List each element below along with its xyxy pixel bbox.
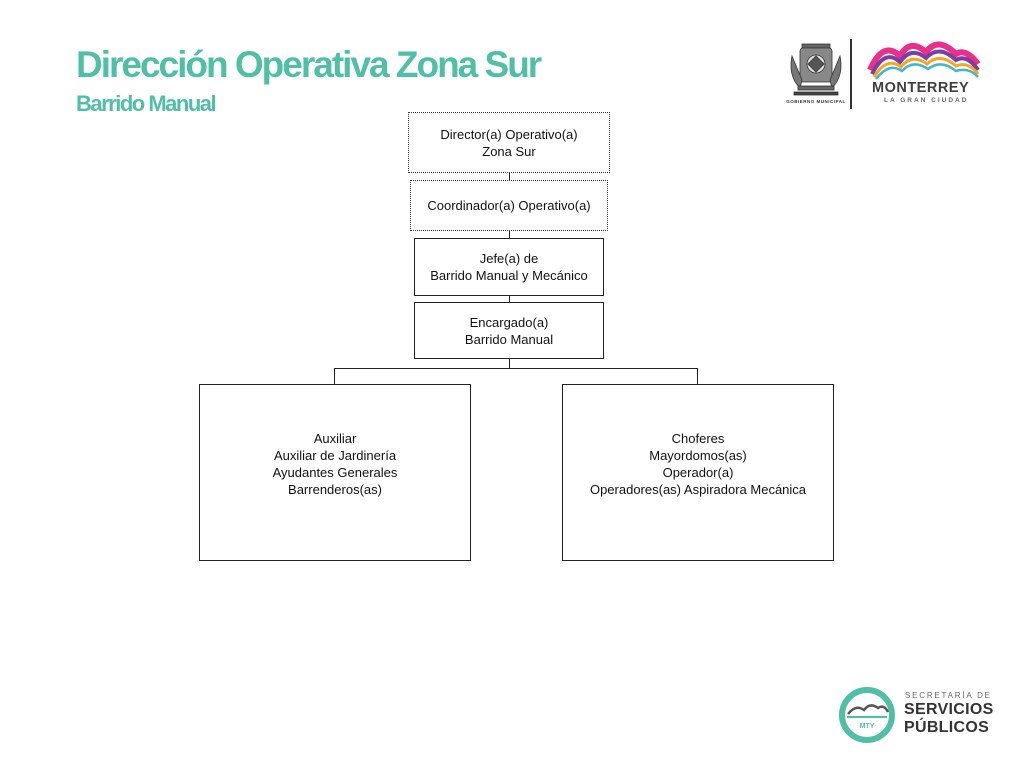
- director-line-1: Director(a) Operativo(a): [440, 126, 578, 142]
- right-group-box: Choferes Mayordomos(as) Operador(a) Oper…: [562, 384, 834, 561]
- jefe-box: Jefe(a) de Barrido Manual y Mecánico: [414, 238, 604, 296]
- municipal-caption: GOBIERNO MUNICIPAL: [786, 99, 846, 104]
- left-group-box: Auxiliar Auxiliar de Jardinería Ayudante…: [199, 384, 471, 561]
- secretaria-prefix: SECRETARÍA DE: [905, 691, 992, 700]
- municipal-logo: [790, 39, 981, 109]
- right-group-line-1: Choferes: [671, 430, 725, 446]
- left-group-line-4: Barrenderos(as): [288, 481, 382, 497]
- secretaria-line-1: SERVICIOS: [904, 701, 994, 718]
- city-tagline: LA GRAN CIUDAD: [884, 97, 969, 104]
- right-group-line-3: Operador(a): [662, 464, 734, 480]
- secretaria-line-2: PÚBLICOS: [904, 719, 990, 736]
- coat-of-arms-icon: [790, 43, 842, 96]
- left-group-line-3: Ayudantes Generales: [272, 464, 398, 480]
- connector-jefe-encargado: [509, 295, 510, 303]
- encargado-line-1: Encargado(a): [469, 314, 549, 330]
- connector-coordinador-jefe: [509, 230, 510, 239]
- director-line-2: Zona Sur: [482, 143, 536, 159]
- coordinador-box: Coordinador(a) Operativo(a): [410, 180, 608, 231]
- encargado-line-2: Barrido Manual: [464, 331, 554, 347]
- page-subtitle: Barrido Manual: [76, 91, 217, 116]
- city-name: MONTERREY: [872, 80, 970, 96]
- connector-horizontal: [334, 368, 698, 369]
- servicios-publicos-logo: MTY: [839, 687, 895, 743]
- connector-encargado-down: [509, 358, 510, 369]
- connector-left-branch: [334, 368, 335, 385]
- left-group-line-2: Auxiliar de Jardinería: [273, 447, 397, 463]
- right-group-line-4: Operadores(as) Aspiradora Mecánica: [589, 481, 807, 497]
- jefe-line-2: Barrido Manual y Mecánico: [430, 268, 588, 283]
- mty-badge-text: MTY: [860, 723, 875, 730]
- monterrey-mountains-icon: [867, 41, 981, 80]
- right-group-line-2: Mayordomos(as): [649, 447, 747, 463]
- left-group-line-1: Auxiliar: [313, 430, 357, 446]
- director-box: Director(a) Operativo(a) Zona Sur: [408, 112, 610, 173]
- coordinador-line-1: Coordinador(a) Operativo(a): [427, 198, 591, 213]
- connector-right-branch: [697, 368, 698, 385]
- connector-director-coordinador: [509, 172, 510, 180]
- encargado-box: Encargado(a) Barrido Manual: [414, 302, 604, 359]
- jefe-line-1: Jefe(a) de: [479, 251, 539, 266]
- page-title: Dirección Operativa Zona Sur: [76, 44, 542, 85]
